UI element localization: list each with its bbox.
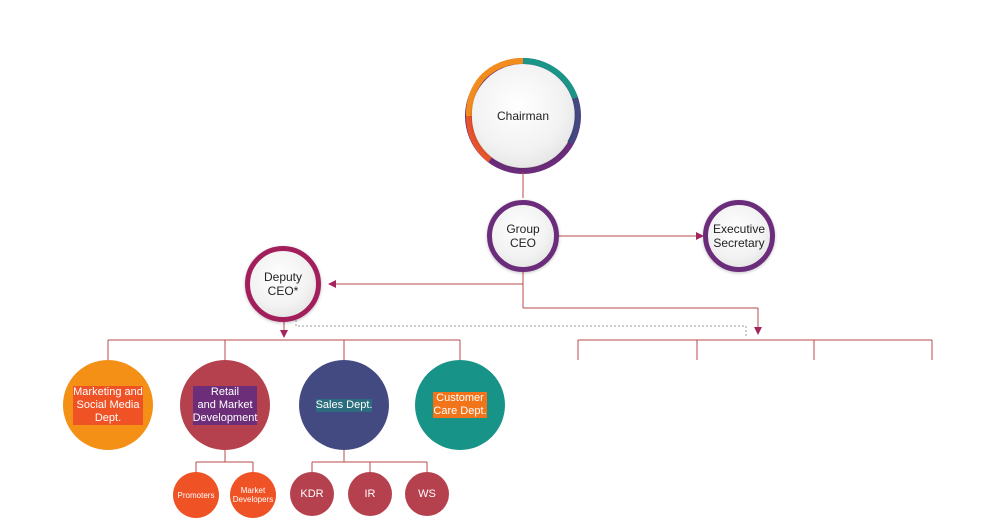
group-ceo-label: Group CEO	[506, 222, 540, 250]
dept-label: Logistics Dept.	[895, 398, 969, 411]
subunit-label: Promoters	[177, 490, 215, 500]
node-executive-secretary: Executive Secretary	[703, 200, 775, 272]
dept-logistics: Logistics Dept.	[887, 360, 977, 450]
node-group-ceo: Group CEO	[487, 200, 559, 272]
dept-label: Sales Dept.	[315, 398, 373, 412]
subunit-market-developers: Market Developers	[230, 472, 276, 518]
subunit-ir: IR	[348, 472, 392, 516]
dept-label: Retail and Market Development	[192, 385, 258, 425]
dept-marketing: Marketing and Social Media Dept.	[63, 360, 153, 450]
node-deputy-ceo: Deputy CEO*	[245, 246, 321, 322]
dept-label: HR Dept	[675, 398, 719, 411]
dept-label: Customer Care Dept.	[433, 392, 487, 418]
subunit-label: WS	[418, 488, 436, 500]
node-chairman: Chairman	[472, 65, 574, 167]
subunit-label: IR	[364, 488, 376, 500]
dashed-link	[295, 320, 747, 336]
subunit-label: Market Developers	[232, 486, 274, 504]
dept-customer-care: Customer Care Dept.	[415, 360, 505, 450]
dept-label: Marketing and Social Media Dept.	[73, 385, 143, 425]
dept-sales: Sales Dept.	[299, 360, 389, 450]
chairman-label: Chairman	[496, 109, 550, 123]
chairman-ring	[465, 57, 581, 174]
dept-business-development: Business Development Dep.	[769, 360, 859, 450]
dept-retail: Retail and Market Development	[180, 360, 270, 450]
dept-label: Finance Dept.	[543, 398, 613, 411]
deputy-ceo-label: Deputy CEO*	[263, 270, 303, 298]
dept-finance: Finance Dept.	[533, 360, 623, 450]
subunit-label: KDR	[300, 488, 324, 500]
subunit-ws: WS	[405, 472, 449, 516]
subunit-promoters: Promoters	[173, 472, 219, 518]
dept-hr: HR Dept	[652, 360, 742, 450]
executive-secretary-label: Executive Secretary	[712, 222, 766, 250]
subunit-kdr: KDR	[290, 472, 334, 516]
dept-label: Business Development Dep.	[781, 385, 847, 424]
